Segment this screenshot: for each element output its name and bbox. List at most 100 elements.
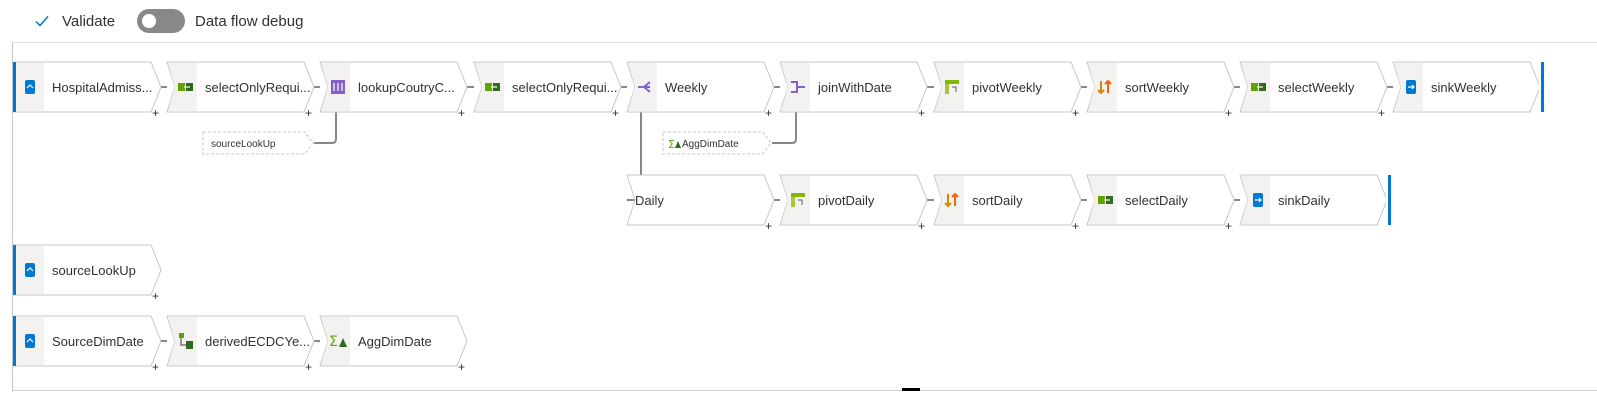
node-sortdaily[interactable]: sortDaily + <box>933 174 1082 233</box>
add-step-button[interactable]: + <box>305 360 312 374</box>
connector-line <box>314 112 337 144</box>
add-step-button[interactable]: + <box>1072 106 1079 120</box>
canvas-bottom-border <box>12 390 1597 391</box>
toolbar: Validate Data flow debug <box>12 0 1597 43</box>
node-sinkdaily[interactable]: sinkDaily <box>1239 174 1391 226</box>
node-label: derivedECDCYe... <box>205 334 310 349</box>
node-sourcelookup[interactable]: sourceLookUp + <box>13 244 162 303</box>
checkmark-icon <box>35 16 49 27</box>
sink-accent-bar <box>1541 62 1544 112</box>
node-selectonlyrequi[interactable]: selectOnlyRequi... + <box>473 61 622 120</box>
select-icon <box>1251 83 1266 91</box>
node-sinkweekly[interactable]: sinkWeekly <box>1392 61 1544 113</box>
node-icon-strip <box>321 317 350 365</box>
add-step-button[interactable]: + <box>765 106 772 120</box>
node-label: joinWithDate <box>817 80 892 95</box>
source-accent-bar <box>13 316 16 366</box>
sink-accent-bar <box>1388 175 1391 225</box>
node-label: sinkWeekly <box>1431 80 1497 95</box>
node-joinwithdate[interactable]: joinWithDate + <box>779 61 928 120</box>
add-step-button[interactable]: + <box>152 360 159 374</box>
reference-label: AggDimDate <box>682 139 739 150</box>
aggregate-icon: Σ <box>668 138 681 151</box>
node-label: selectWeekly <box>1278 80 1355 95</box>
select-icon <box>485 83 500 91</box>
source-accent-bar <box>13 245 16 295</box>
node-label: sortDaily <box>972 193 1023 208</box>
node-hospitaladmiss[interactable]: HospitalAdmiss...+ <box>13 61 162 120</box>
reference-shape <box>202 131 314 155</box>
select-icon <box>178 83 193 91</box>
debug-label: Data flow debug <box>195 12 304 30</box>
node-icon-strip <box>781 63 810 111</box>
toggle-switch[interactable] <box>137 9 185 33</box>
connector-line <box>772 112 797 144</box>
add-step-button[interactable]: + <box>612 106 619 120</box>
node-lookupcoutryc[interactable]: lookupCoutryC...+ <box>319 61 468 120</box>
sort-icon <box>1097 79 1112 95</box>
node-weekly[interactable]: Weekly+ <box>626 61 775 120</box>
svg-text:Σ: Σ <box>668 138 675 151</box>
node-derivedecdcye[interactable]: derivedECDCYe... + <box>166 315 315 374</box>
resize-handle[interactable] <box>902 388 920 391</box>
join-icon <box>791 81 805 93</box>
node-selectdaily[interactable]: selectDaily + <box>1086 174 1235 233</box>
node-label: lookupCoutryC... <box>358 80 455 95</box>
add-step-button[interactable]: + <box>918 106 925 120</box>
node-pivotdaily[interactable]: pivotDaily+ <box>779 174 928 233</box>
split-icon <box>638 81 651 93</box>
reference-shape <box>662 131 772 155</box>
validate-button[interactable]: Validate <box>34 10 115 32</box>
data-flow-debug-toggle[interactable]: Data flow debug <box>137 7 303 35</box>
reference-sourcelookup[interactable]: sourceLookUp <box>202 131 314 155</box>
node-label: sortWeekly <box>1125 80 1190 95</box>
sink-icon <box>1406 80 1416 94</box>
add-step-button[interactable]: + <box>1225 106 1232 120</box>
node-aggdimdate[interactable]: Σ AggDimDate + <box>319 315 468 374</box>
node-label: pivotWeekly <box>972 80 1042 95</box>
node-sourcedimdate[interactable]: SourceDimDate+ <box>13 315 162 374</box>
add-step-button[interactable]: + <box>918 219 925 233</box>
add-step-button[interactable]: + <box>152 106 159 120</box>
select-icon <box>1098 196 1113 204</box>
node-label: sinkDaily <box>1278 193 1331 208</box>
derived-icon <box>179 333 193 349</box>
node-icon-strip <box>781 176 810 224</box>
node-selectweekly[interactable]: selectWeekly + <box>1239 61 1388 120</box>
sink-icon <box>1253 193 1263 207</box>
reference-aggdimdate[interactable]: Σ AggDimDate <box>662 131 772 155</box>
canvas-left-border <box>12 42 13 392</box>
node-shape <box>626 174 775 226</box>
node-label: selectOnlyRequi... <box>512 80 618 95</box>
source-accent-bar <box>13 62 16 112</box>
node-icon-strip <box>1088 63 1117 111</box>
nodes: HospitalAdmiss...+selectOnlyRequi...+loo… <box>13 61 1544 374</box>
add-step-button[interactable]: + <box>458 360 465 374</box>
node-label: AggDimDate <box>358 334 432 349</box>
sort-icon <box>944 192 959 208</box>
node-selectonlyrequi[interactable]: selectOnlyRequi... + <box>166 61 315 120</box>
node-label: selectOnlyRequi... <box>205 80 311 95</box>
add-step-button[interactable]: + <box>152 289 159 303</box>
source-icon <box>25 334 35 348</box>
node-pivotweekly[interactable]: pivotWeekly + <box>933 61 1082 120</box>
node-daily[interactable]: Daily + <box>626 174 775 233</box>
aggregate-icon: Σ <box>329 334 347 350</box>
validate-label: Validate <box>62 12 116 30</box>
add-step-button[interactable]: + <box>765 219 772 233</box>
node-icon-strip <box>935 176 964 224</box>
lookup-icon <box>331 80 345 94</box>
node-label: Daily <box>635 193 664 208</box>
add-step-button[interactable]: + <box>458 106 465 120</box>
add-step-button[interactable]: + <box>1072 219 1079 233</box>
add-step-button[interactable]: + <box>1378 106 1385 120</box>
toggle-knob <box>142 14 156 28</box>
add-step-button[interactable]: + <box>1225 219 1232 233</box>
node-label: selectDaily <box>1125 193 1188 208</box>
pivot-icon <box>791 193 805 207</box>
node-sortweekly[interactable]: sortWeekly + <box>1086 61 1235 120</box>
node-icon-strip <box>168 317 197 365</box>
add-step-button[interactable]: + <box>305 106 312 120</box>
node-label: sourceLookUp <box>52 263 136 278</box>
source-icon <box>25 80 35 94</box>
